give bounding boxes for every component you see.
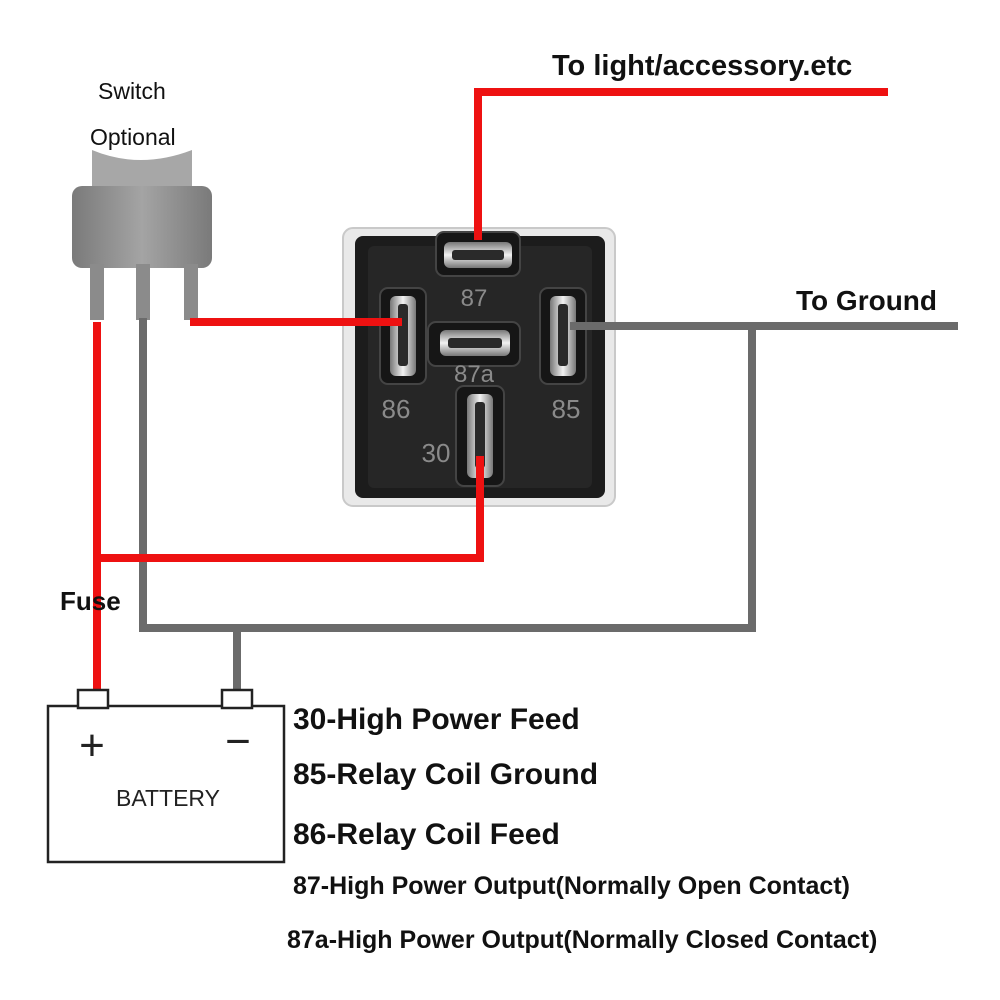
battery-positive-terminal: [76, 688, 110, 710]
wire-ground-drop: [139, 318, 756, 632]
pin-85-terminal: [539, 287, 587, 385]
pin-87-label: 87: [461, 285, 488, 312]
pin-87a-label: 87a: [454, 361, 495, 388]
wire-87-to-accessory: [474, 88, 888, 240]
battery-body: [46, 704, 286, 864]
battery-minus-sign: −: [225, 717, 251, 766]
pin-30-label: 30: [422, 438, 451, 468]
pin-87-terminal: [435, 231, 521, 277]
switch-body: [72, 186, 212, 268]
battery-negative-terminal: [220, 688, 254, 710]
battery-plus-sign: +: [79, 721, 105, 770]
legend-item-87a: 87a-High Power Output(Normally Closed Co…: [287, 926, 878, 954]
battery: + − BATTERY: [46, 688, 286, 864]
pin-85-label: 85: [552, 394, 581, 424]
legend-item-87: 87-High Power Output(Normally Open Conta…: [293, 872, 850, 900]
wire-30-feed: [97, 456, 484, 562]
relay: 87 87a 86 85 30: [342, 227, 616, 507]
pin-86-terminal: [379, 287, 427, 385]
switch-label: Switch: [98, 78, 166, 104]
legend-item-30: 30-High Power Feed: [293, 703, 580, 736]
to-ground-label: To Ground: [796, 285, 937, 316]
legend-item-86: 86-Relay Coil Feed: [293, 818, 560, 851]
pin-87a-terminal: [427, 321, 521, 367]
battery-label: BATTERY: [116, 785, 220, 811]
switch-rocker: [92, 150, 192, 190]
pin-86-label: 86: [382, 394, 411, 424]
switch: [72, 150, 212, 320]
to-light-label: To light/accessory.etc: [552, 50, 853, 82]
fuse-label: Fuse: [60, 586, 121, 616]
switch-optional-label: Optional: [90, 124, 176, 150]
pin-30-terminal: [455, 385, 505, 487]
ground-wires: [139, 318, 958, 690]
power-wires: [93, 88, 888, 690]
legend-item-85: 85-Relay Coil Ground: [293, 758, 599, 791]
